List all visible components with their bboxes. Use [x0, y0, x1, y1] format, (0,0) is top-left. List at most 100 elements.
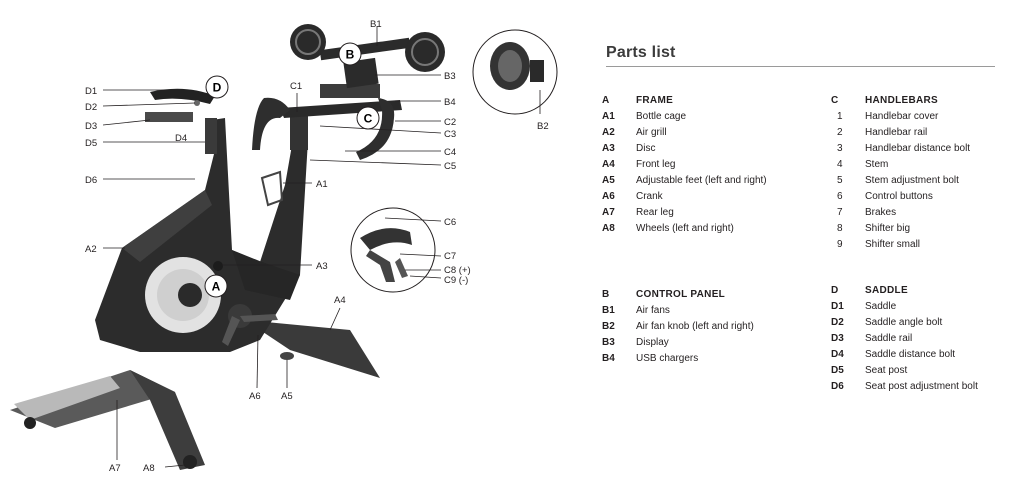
saddle-assembly: [145, 88, 217, 154]
svg-text:B: B: [346, 48, 355, 62]
frame: [95, 118, 308, 352]
callout-b4: B4: [444, 97, 456, 108]
callout-c3: C3: [444, 129, 456, 140]
part-label: Crank: [636, 191, 663, 202]
callout-c8: C8 (+): [444, 265, 471, 276]
group-header: B CONTROL PANEL: [602, 289, 726, 300]
part-item: 6 Control buttons: [831, 189, 1001, 205]
part-label: Adjustable feet (left and right): [636, 175, 767, 186]
part-label: Handlebar rail: [865, 127, 928, 138]
part-label: Bottle cage: [636, 111, 687, 122]
callout-b1: B1: [370, 19, 382, 30]
callout-d5: D5: [85, 138, 97, 149]
zoom-shifter: [350, 207, 436, 293]
part-code: B3: [602, 337, 615, 348]
group-header: A FRAME: [602, 95, 674, 106]
part-label: Shifter small: [865, 239, 921, 250]
part-label: Handlebar distance bolt: [865, 143, 971, 154]
part-label: Seat post adjustment bolt: [865, 381, 978, 392]
part-code: B2: [602, 321, 615, 332]
callout-a7: A7: [109, 463, 121, 474]
part-label: Control buttons: [865, 191, 933, 202]
badge-c: C: [356, 106, 380, 130]
part-label: Seat post: [865, 365, 908, 376]
part-code: A7: [602, 207, 615, 218]
part-item: A3 Disc: [602, 141, 822, 157]
part-label: Shifter big: [865, 223, 911, 234]
svg-text:D: D: [213, 81, 222, 95]
part-code: A3: [602, 143, 615, 154]
callout-c9: C9 (-): [444, 275, 468, 286]
part-code: A6: [602, 191, 615, 202]
part-label: Saddle angle bolt: [865, 317, 943, 328]
callout-d3: D3: [85, 121, 97, 132]
callout-a2: A2: [85, 244, 97, 255]
handlebar-assembly: [252, 57, 402, 160]
part-label: Air grill: [636, 127, 667, 138]
part-label: USB chargers: [636, 353, 699, 364]
part-item: A2 Air grill: [602, 125, 822, 141]
part-code: A4: [602, 159, 615, 170]
callout-a1: A1: [316, 179, 328, 190]
part-code: A1: [602, 111, 615, 122]
part-label: Brakes: [865, 207, 897, 218]
part-code: 3: [837, 143, 843, 154]
part-item: A7 Rear leg: [602, 205, 822, 221]
part-item: A4 Front leg: [602, 157, 822, 173]
part-item: A5 Adjustable feet (left and right): [602, 173, 822, 189]
part-label: Front leg: [636, 159, 676, 170]
zoom-fan-knob: [472, 29, 558, 115]
part-code: D1: [831, 301, 844, 312]
part-label: Disc: [636, 143, 656, 154]
part-item: B3 Display: [602, 335, 822, 351]
part-code: 5: [837, 175, 843, 186]
leader-lines: [102, 26, 442, 468]
part-code: 1: [837, 111, 843, 122]
callout-c7: C7: [444, 251, 456, 262]
part-item: A1 Bottle cage: [602, 109, 822, 125]
part-code: B4: [602, 353, 615, 364]
part-label: Saddle distance bolt: [865, 349, 956, 360]
callout-d1: D1: [85, 86, 97, 97]
svg-text:A: A: [212, 280, 221, 294]
part-code: A2: [602, 127, 615, 138]
part-label: Display: [636, 337, 669, 348]
part-label: Stem: [865, 159, 889, 170]
callout-b2: B2: [537, 121, 549, 132]
part-code: 6: [837, 191, 843, 202]
part-label: Air fans: [636, 305, 670, 316]
callout-b3: B3: [444, 71, 456, 82]
callout-c6: C6: [444, 217, 456, 228]
part-code: A8: [602, 223, 615, 234]
part-label: Rear leg: [636, 207, 674, 218]
callout-d4: D4: [175, 133, 187, 144]
part-code: D2: [831, 317, 844, 328]
part-item: B2 Air fan knob (left and right): [602, 319, 822, 335]
badge-d: D: [205, 75, 229, 99]
part-code: A5: [602, 175, 615, 186]
part-code: 8: [837, 223, 843, 234]
part-code: D6: [831, 381, 844, 392]
part-item: D6 Seat post adjustment bolt: [831, 379, 1001, 395]
callout-c4: C4: [444, 147, 456, 158]
callout-a8: A8: [143, 463, 155, 474]
part-label: Air fan knob (left and right): [636, 321, 754, 332]
callout-a3: A3: [316, 261, 328, 272]
parts-list-title: Parts list: [606, 44, 676, 61]
callout-a5: A5: [281, 391, 293, 402]
trainer-diagram: A B C D B1 B2 B3 B4 C1 C2 C3 C4 C5 C6 C7…: [10, 19, 558, 474]
